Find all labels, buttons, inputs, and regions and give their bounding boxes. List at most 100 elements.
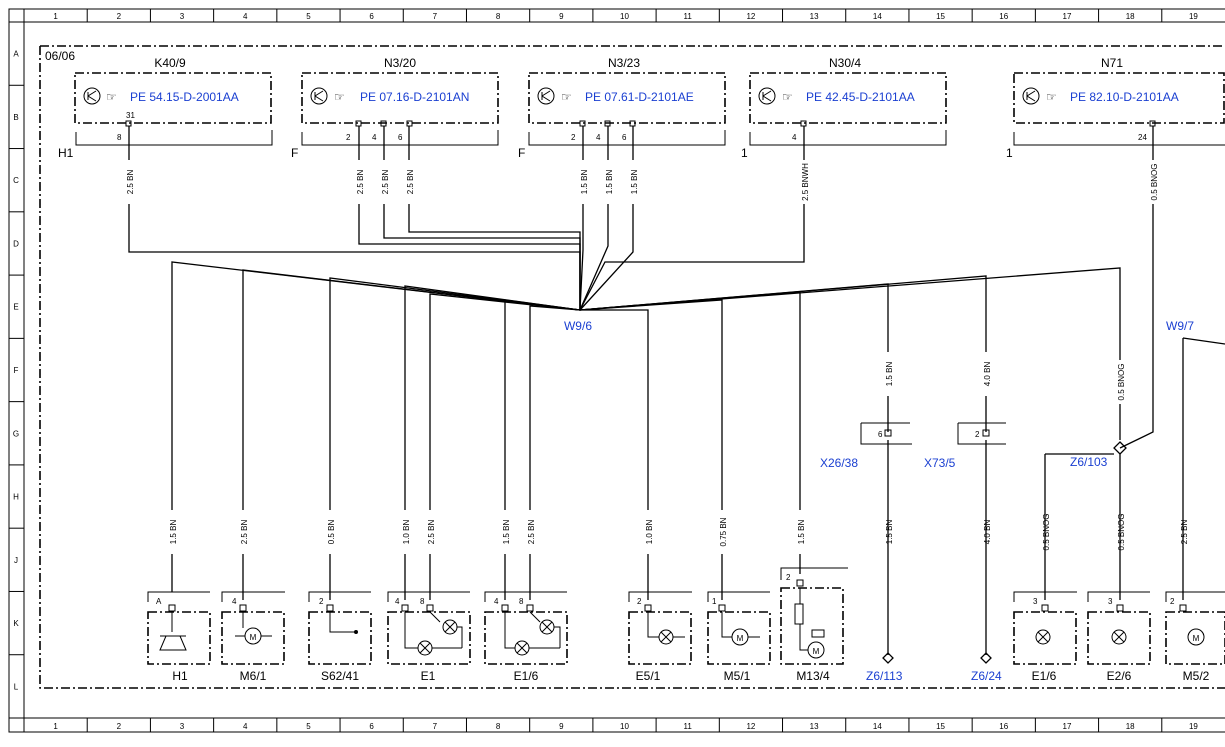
pe-link-n71[interactable]: PE 82.10-D-2101AA bbox=[1070, 90, 1179, 104]
col-label: 7 bbox=[433, 12, 438, 21]
row-label: L bbox=[14, 682, 19, 691]
col-label: 18 bbox=[1126, 722, 1135, 731]
col-label: 2 bbox=[117, 12, 122, 21]
pe-link-k40-9[interactable]: PE 54.15-D-2001AA bbox=[130, 90, 239, 104]
svg-text:2: 2 bbox=[571, 133, 576, 142]
wire-label: 0.75 BN bbox=[719, 517, 728, 546]
wire-label: 1.5 BN bbox=[630, 170, 639, 195]
module-n30-4: N30/4 ☞ PE 42.45-D-2101AA 1 4 bbox=[741, 56, 947, 160]
svg-text:N3/23: N3/23 bbox=[608, 56, 640, 70]
pe-link-n3-23[interactable]: PE 07.61-D-2101AE bbox=[585, 90, 694, 104]
col-label: 19 bbox=[1189, 722, 1198, 731]
component-e1-6-left: 4 8 E1/6 bbox=[484, 591, 568, 683]
wire-label: 1.5 BN bbox=[885, 362, 894, 387]
switch-icon bbox=[329, 612, 355, 633]
hand-icon: ☞ bbox=[106, 90, 117, 104]
z6-113-icon bbox=[882, 652, 894, 664]
frame-border bbox=[8, 8, 1225, 733]
wire-label: 1.5 BN bbox=[580, 170, 589, 195]
col-label: 14 bbox=[873, 12, 882, 21]
splice-w9-6[interactable]: W9/6 bbox=[564, 319, 592, 333]
connector-x73-5: 2 X73/5 bbox=[924, 422, 1006, 470]
svg-text:8: 8 bbox=[420, 597, 425, 606]
wire-label: 1.0 BN bbox=[645, 520, 654, 545]
module-n71: N71 ☞ PE 82.10-D-2101AA 1 24 bbox=[1006, 56, 1225, 160]
svg-text:24: 24 bbox=[1138, 133, 1147, 142]
svg-text:2: 2 bbox=[975, 430, 980, 439]
svg-text:6: 6 bbox=[398, 133, 403, 142]
svg-text:3: 3 bbox=[1108, 597, 1113, 606]
svg-text:N71: N71 bbox=[1101, 56, 1123, 70]
wire-label: 2.5 BNWH bbox=[801, 163, 810, 201]
row-label: A bbox=[13, 50, 19, 59]
svg-text:E1/6: E1/6 bbox=[514, 669, 539, 683]
svg-text:4: 4 bbox=[372, 133, 377, 142]
svg-text:3: 3 bbox=[1033, 597, 1038, 606]
svg-text:F: F bbox=[518, 146, 525, 160]
component-e1: 4 8 E1 bbox=[387, 591, 471, 683]
svg-text:31: 31 bbox=[126, 111, 135, 120]
svg-text:H1: H1 bbox=[58, 146, 74, 160]
wire-label: 2.5 BN bbox=[356, 170, 365, 195]
col-label: 16 bbox=[999, 722, 1008, 731]
col-label: 14 bbox=[873, 722, 882, 731]
z6-113-label[interactable]: Z6/113 bbox=[866, 669, 903, 683]
x73-5-label[interactable]: X73/5 bbox=[924, 456, 956, 470]
svg-text:M5/2: M5/2 bbox=[1183, 669, 1210, 683]
splice-w9-7[interactable]: W9/7 bbox=[1166, 319, 1194, 333]
sensor-icon bbox=[811, 629, 825, 638]
connector-x26-38: 6 X26/38 bbox=[820, 422, 912, 470]
hand-icon: ☞ bbox=[334, 90, 345, 104]
row-label: G bbox=[13, 429, 19, 438]
svg-text:4: 4 bbox=[232, 597, 237, 606]
x26-38-label[interactable]: X26/38 bbox=[820, 456, 858, 470]
wire-label: 0.5 BN bbox=[327, 520, 336, 545]
module-k40-9: K40/9 ☞ PE 54.15-D-2001AA H1 31 8 bbox=[58, 56, 273, 160]
lamp-icon bbox=[1111, 629, 1127, 645]
wire-label: 2.5 BN bbox=[126, 170, 135, 195]
wire-label: 1.0 BN bbox=[402, 520, 411, 545]
svg-text:N30/4: N30/4 bbox=[829, 56, 861, 70]
col-label: 12 bbox=[746, 12, 755, 21]
pe-link-n3-20[interactable]: PE 07.16-D-2101AN bbox=[360, 90, 469, 104]
component-e2-6: 3 E2/6 bbox=[1087, 591, 1151, 683]
svg-text:1: 1 bbox=[741, 146, 748, 160]
col-label: 7 bbox=[433, 722, 438, 731]
svg-text:6: 6 bbox=[878, 430, 883, 439]
svg-text:A: A bbox=[156, 597, 162, 606]
svg-text:M6/1: M6/1 bbox=[240, 669, 267, 683]
svg-text:E1/6: E1/6 bbox=[1032, 669, 1057, 683]
module-n3-20: N3/20 ☞ PE 07.16-D-2101AN F 2 4 6 bbox=[291, 56, 499, 160]
z6-24-label[interactable]: Z6/24 bbox=[971, 669, 1002, 683]
col-label: 10 bbox=[620, 722, 629, 731]
z6-103-label[interactable]: Z6/103 bbox=[1070, 455, 1108, 469]
wire-label: 0.5 BNOG bbox=[1117, 514, 1126, 551]
row-label: K bbox=[13, 619, 19, 628]
transistor-icon bbox=[537, 87, 555, 105]
svg-text:E2/6: E2/6 bbox=[1107, 669, 1132, 683]
hand-icon: ☞ bbox=[1046, 90, 1057, 104]
row-label: D bbox=[13, 239, 19, 248]
col-label: 5 bbox=[306, 722, 311, 731]
col-label: 12 bbox=[746, 722, 755, 731]
transistor-icon bbox=[310, 87, 328, 105]
col-label: 4 bbox=[243, 722, 248, 731]
pe-link-n30-4[interactable]: PE 42.45-D-2101AA bbox=[806, 90, 915, 104]
component-m5-1: 1 M M5/1 bbox=[707, 591, 771, 683]
svg-text:2: 2 bbox=[786, 573, 791, 582]
col-label: 13 bbox=[810, 722, 819, 731]
resistor-icon bbox=[794, 603, 804, 625]
wire-label: 2.5 BN bbox=[406, 170, 415, 195]
svg-text:K40/9: K40/9 bbox=[154, 56, 186, 70]
wire-label: 2.5 BN bbox=[381, 170, 390, 195]
svg-text:M5/1: M5/1 bbox=[724, 669, 751, 683]
transistor-icon bbox=[758, 87, 776, 105]
ref-label: 06/06 bbox=[45, 49, 75, 63]
svg-text:4: 4 bbox=[792, 133, 797, 142]
svg-text:M13/4: M13/4 bbox=[796, 669, 830, 683]
col-label: 17 bbox=[1063, 12, 1072, 21]
motor-icon bbox=[1187, 628, 1205, 646]
